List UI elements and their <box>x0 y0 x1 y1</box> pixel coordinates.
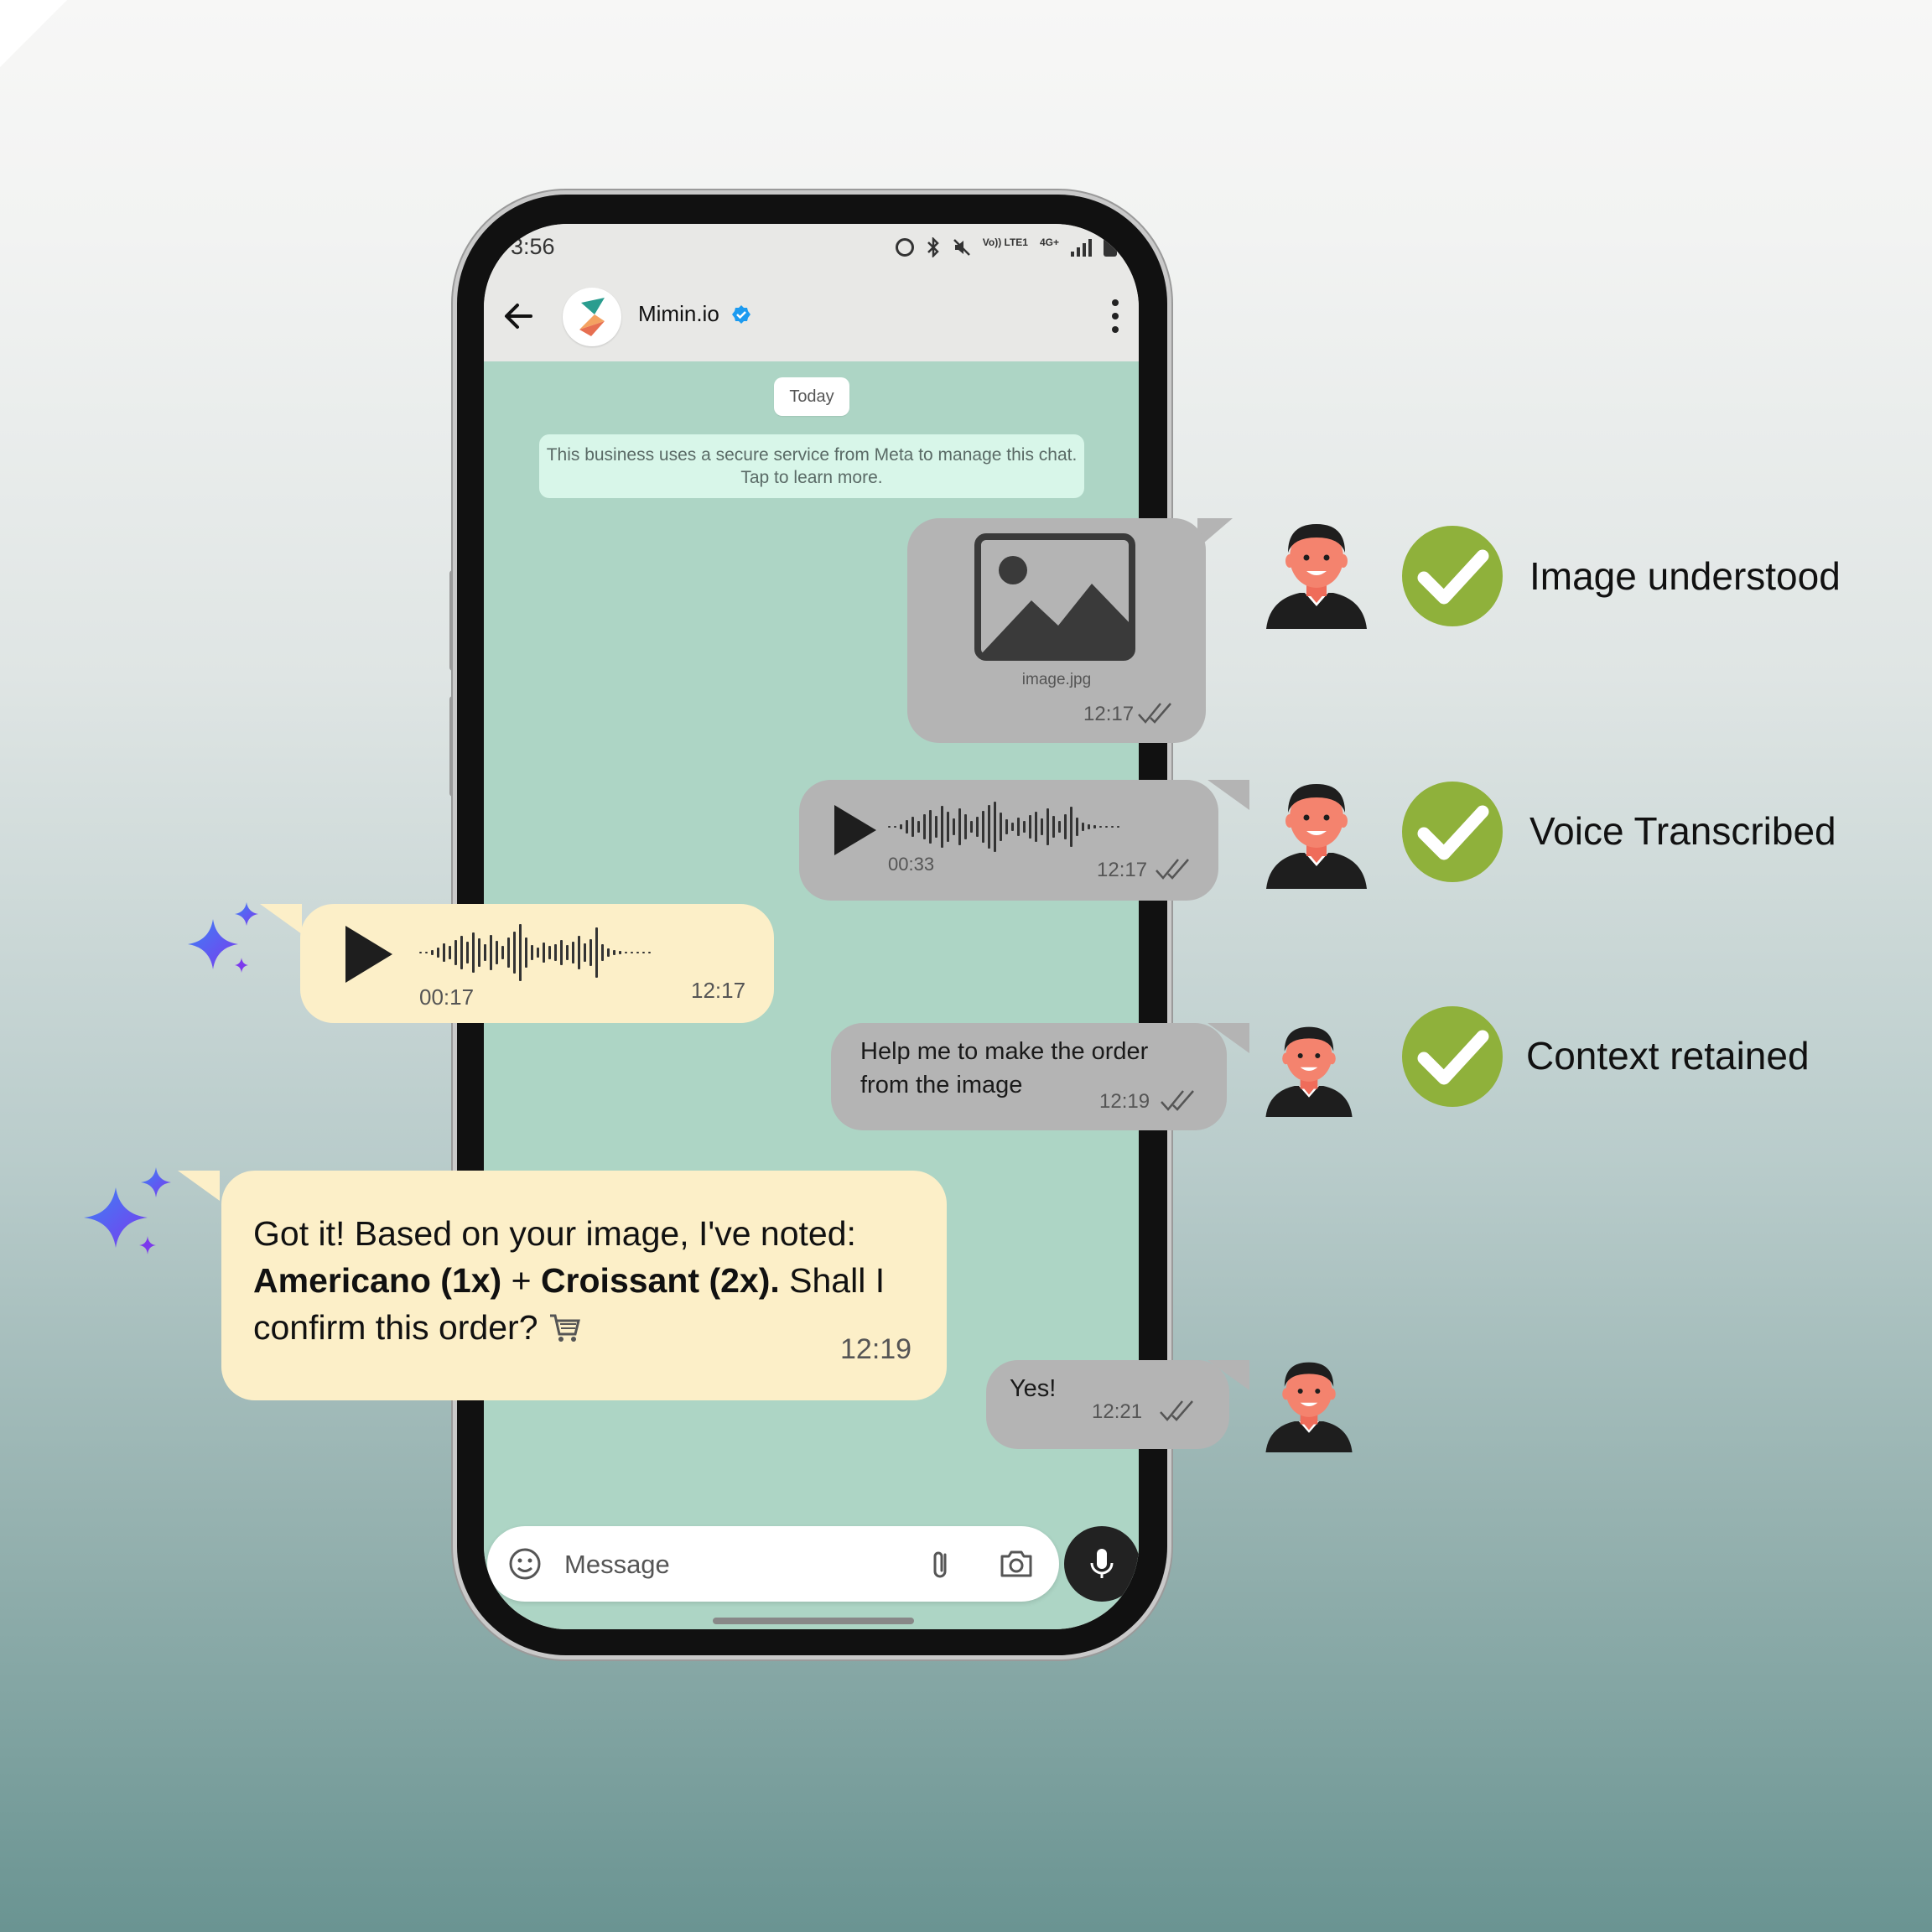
voice-message-out[interactable]: 00:33 12:17 <box>799 780 1218 901</box>
play-icon[interactable] <box>831 803 878 857</box>
reply-line-2-tail: Shall I <box>779 1261 886 1300</box>
camera-icon[interactable] <box>997 1546 1036 1581</box>
voice-waveform[interactable] <box>888 798 1119 855</box>
message-time: 12:17 <box>1083 703 1135 725</box>
mic-icon <box>1090 1549 1114 1578</box>
message-composer <box>487 1526 1059 1602</box>
person-avatar-icon <box>1266 784 1367 889</box>
attach-icon[interactable] <box>923 1546 958 1581</box>
contact-name[interactable]: Mimin.io <box>638 301 719 326</box>
bot-reply-bubble[interactable]: Got it! Based on your image, I've noted:… <box>221 1171 947 1400</box>
checkmark-badge <box>1402 526 1503 626</box>
checkmark-icon <box>1417 1030 1489 1085</box>
mimin-logo-icon <box>579 298 605 336</box>
text-message-out[interactable]: Yes! 12:21 <box>986 1360 1229 1449</box>
chat-header: Mimin.io <box>484 274 1139 361</box>
message-text-line: Help me to make the order <box>860 1038 1149 1065</box>
contact-avatar[interactable] <box>563 288 621 346</box>
sparkle-icon <box>84 1167 171 1254</box>
voice-duration: 00:33 <box>888 854 935 875</box>
message-time: 12:17 <box>691 978 746 1003</box>
image-message-bubble[interactable]: image.jpg 12:17 <box>907 518 1206 743</box>
message-text: Yes! <box>1010 1375 1057 1402</box>
mic-button[interactable] <box>1064 1526 1139 1602</box>
page-corner-fold <box>0 0 67 67</box>
double-check-icon <box>1161 1090 1194 1111</box>
voice-duration: 00:17 <box>419 984 475 1010</box>
checkmark-icon <box>1417 805 1489 860</box>
plus-sign: + <box>501 1261 541 1300</box>
reply-line-2: Americano (1x) + Croissant (2x). Shall I <box>253 1261 885 1301</box>
signal-icon <box>1071 238 1092 257</box>
volume-button <box>449 570 458 671</box>
image-filename: image.jpg <box>1021 671 1092 688</box>
double-check-icon <box>1160 1400 1193 1421</box>
person-avatar-icon <box>1266 524 1367 629</box>
order-item-croissant: Croissant (2x). <box>540 1261 780 1300</box>
date-chip: Today <box>774 377 849 416</box>
cart-icon <box>549 1314 580 1342</box>
reply-line-3: confirm this order? <box>253 1308 582 1348</box>
mute-icon <box>953 239 970 256</box>
bubble-tail <box>178 1171 220 1201</box>
message-time: 12:21 <box>1092 1400 1143 1423</box>
verified-badge-icon <box>732 305 750 324</box>
reply-line-3-text: confirm this order? <box>253 1308 538 1347</box>
message-input[interactable] <box>563 1545 885 1585</box>
more-vert-icon[interactable] <box>1110 299 1120 333</box>
image-placeholder-icon <box>974 533 1135 661</box>
checkmark-badge <box>1402 782 1503 882</box>
alarm-icon <box>895 238 914 257</box>
person-avatar-icon <box>1265 1026 1353 1118</box>
message-time: 12:19 <box>840 1333 912 1365</box>
feature-label-image: Image understood <box>1530 554 1841 598</box>
person-avatar-icon <box>1265 1362 1353 1453</box>
bluetooth-icon <box>927 237 939 257</box>
message-time: 12:19 <box>1099 1090 1150 1113</box>
voice-waveform[interactable] <box>419 922 651 983</box>
status-time: 3:56 <box>511 234 555 259</box>
reply-line-1: Got it! Based on your image, I've noted: <box>253 1214 856 1253</box>
bubble-tail <box>260 904 302 934</box>
feature-label-context: Context retained <box>1526 1034 1810 1078</box>
message-time: 12:17 <box>1097 859 1148 881</box>
text-message-out[interactable]: Help me to make the order from the image… <box>831 1023 1227 1130</box>
home-indicator <box>713 1618 914 1624</box>
network-type-label: 4G+ <box>1039 236 1059 248</box>
sparkle-icon <box>188 902 258 973</box>
status-bar: 3:56 Vo)) LTE1 4G+ <box>484 224 1139 274</box>
double-check-icon <box>1156 859 1189 880</box>
status-icons: Vo)) LTE1 4G+ <box>895 236 1117 257</box>
checkmark-icon <box>1417 549 1489 605</box>
volte-label: Vo)) LTE1 <box>982 236 1028 248</box>
checkmark-badge <box>1402 1006 1503 1107</box>
sticker-icon[interactable] <box>507 1546 543 1581</box>
double-check-icon <box>1138 703 1171 724</box>
play-icon[interactable] <box>342 924 394 984</box>
system-notice[interactable]: This business uses a secure service from… <box>539 434 1084 498</box>
back-arrow-icon[interactable] <box>501 298 538 335</box>
battery-icon <box>1104 238 1117 257</box>
power-button <box>449 696 458 797</box>
message-text-line: from the image <box>860 1072 1023 1098</box>
voice-message-in[interactable]: 00:17 12:17 <box>300 904 774 1023</box>
feature-label-voice: Voice Transcribed <box>1530 809 1836 853</box>
order-item-americano: Americano (1x) <box>253 1261 502 1300</box>
